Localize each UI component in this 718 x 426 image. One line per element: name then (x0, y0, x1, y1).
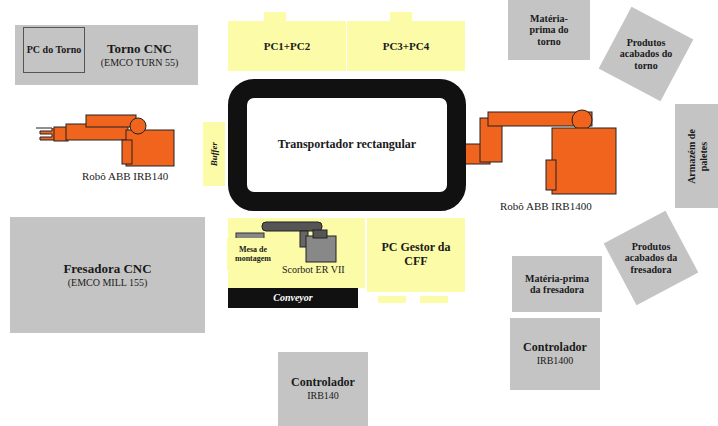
raw-material-store: Matéria-prima do torno (508, 0, 590, 60)
store-shape (599, 7, 694, 102)
node-text: Buffer (209, 122, 219, 186)
node-text: Matéria-prima da fresadora (520, 273, 594, 296)
node-text: PC3+PC4 (383, 40, 430, 53)
node-text: Conveyor (273, 292, 312, 304)
node-text: Controlador (523, 341, 587, 355)
buffer: Buffer (203, 122, 225, 186)
node-text: (EMCO TURN 55) (101, 57, 179, 69)
node-text: Fresadora CNC (63, 262, 151, 277)
finished-products-store: Produtos acabados do torno (598, 6, 694, 102)
node-text: PC1+PC2 (264, 40, 311, 53)
assembly-table: Mesa de montagem (227, 238, 279, 270)
node-text: Torno CNC (107, 42, 172, 57)
node-text: IRB140 (307, 390, 339, 402)
node-text: Transportador rectangular (278, 138, 416, 152)
node-text: PC Gestor da CFF (376, 241, 456, 269)
pallet-store: Armazém de paletes (675, 104, 718, 208)
robot-label: Robô ABB IRB1400 (500, 200, 592, 212)
robot-controller: ControladorIRB1400 (510, 318, 600, 390)
node-text: Controlador (291, 376, 355, 390)
assembly-area (228, 218, 365, 288)
node-text: IRB1400 (537, 355, 574, 367)
node-text: Produtos acabados do torno (615, 37, 677, 72)
node-text: (EMCO MILL 155) (68, 277, 148, 289)
lathe-machine: Torno CNC(EMCO TURN 55) PC do Torno (15, 25, 198, 85)
raw-material-store: Matéria-prima da fresadora (512, 256, 602, 312)
robot-controller: ControladorIRB140 (278, 352, 368, 426)
store-shape (604, 211, 699, 306)
pc-box: PC1+PC2 (228, 21, 346, 71)
node-text: Armazém de paletes (685, 116, 708, 196)
robot-label: Robô ABB IRB140 (82, 170, 168, 182)
fms-manager-pc: PC Gestor da CFF (367, 218, 465, 292)
node-text: Matéria-prima do torno (519, 13, 579, 48)
output-conveyor: Conveyor (228, 288, 358, 308)
robot-label: Scorbot ER VII (282, 264, 345, 275)
node-text: Mesa de montagem (231, 245, 275, 263)
lathe-pc: PC do Torno (23, 27, 85, 73)
milling-machine: Fresadora CNC(EMCO MILL 155) (10, 217, 205, 333)
finished-products-store: Produtos acabados da fresadora (603, 210, 699, 306)
robot-irb140 (36, 115, 174, 166)
conveyor-loop: Transportador rectangular (228, 79, 466, 211)
node-text: PC do Torno (27, 44, 81, 56)
node-text: Produtos acabados da fresadora (620, 241, 682, 276)
pc-box: PC3+PC4 (347, 21, 465, 71)
